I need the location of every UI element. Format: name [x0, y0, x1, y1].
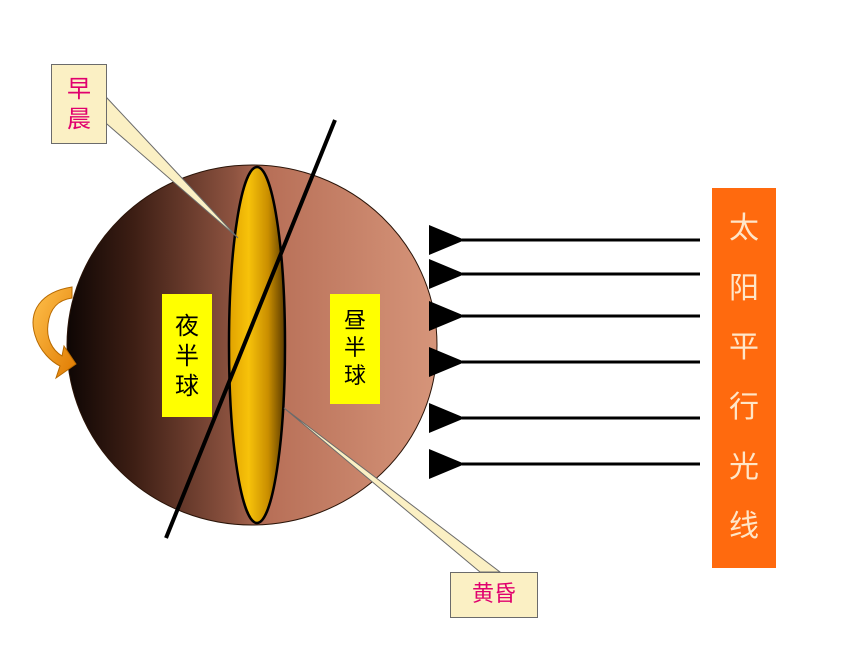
morning-label-char: 早 — [67, 75, 91, 103]
terminator-circle — [227, 165, 287, 525]
sunlight-label-char: 平 — [729, 330, 759, 366]
day-hemisphere-label: 昼 半 球 — [330, 294, 380, 404]
sunlight-label-char: 线 — [729, 509, 759, 545]
day-label-char: 球 — [343, 363, 366, 389]
dusk-label-text: 黄昏 — [471, 582, 516, 608]
sunlight-label-char: 太 — [729, 211, 759, 247]
day-label-char: 昼 — [343, 308, 366, 334]
dusk-label: 黄昏 — [450, 572, 538, 618]
sunlight-label-char: 行 — [729, 390, 759, 426]
rotation-arrow-icon — [32, 286, 77, 380]
earth-axis-line — [164, 119, 337, 539]
night-label-char: 半 — [175, 341, 199, 370]
night-label-char: 夜 — [175, 311, 199, 340]
morning-label-char: 晨 — [67, 105, 91, 133]
sunlight-label: 太 阳 平 行 光 线 — [712, 188, 776, 568]
night-hemisphere-label: 夜 半 球 — [162, 294, 212, 417]
sunlight-label-char: 光 — [729, 449, 759, 485]
morning-label: 早 晨 — [51, 64, 107, 144]
day-label-char: 半 — [343, 336, 366, 362]
sunlight-arrows — [429, 225, 700, 479]
sunlight-label-char: 阳 — [729, 270, 759, 306]
night-label-char: 球 — [175, 371, 199, 400]
